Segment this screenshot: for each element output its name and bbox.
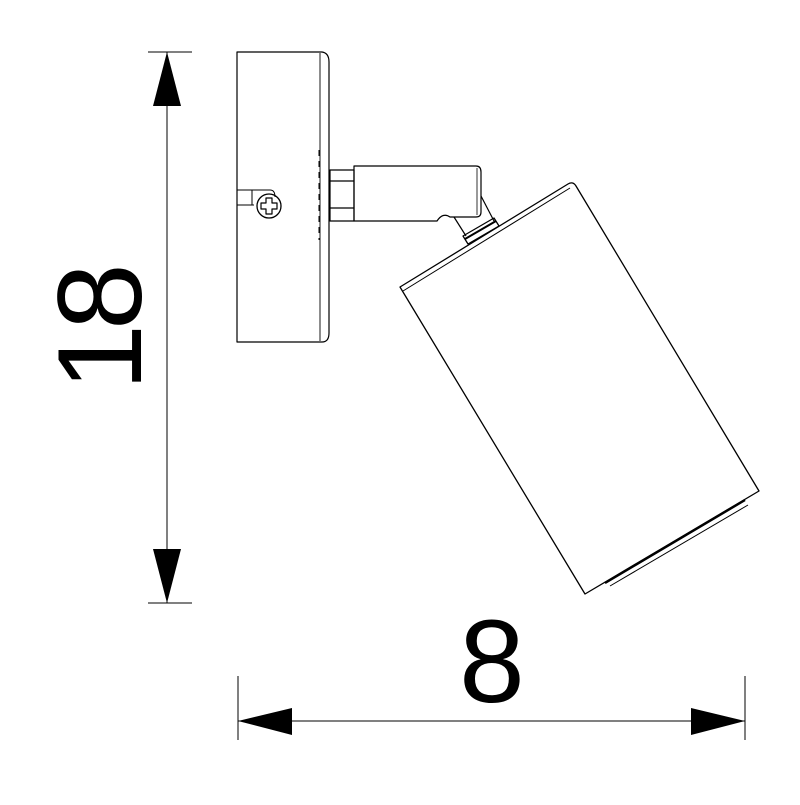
arrow-down-icon (153, 549, 181, 603)
screw-icon (256, 193, 282, 219)
width-dimension (237, 676, 746, 740)
arrow-right-icon (691, 708, 745, 735)
wall-base-plate (236, 51, 330, 343)
arm-connector (329, 165, 482, 222)
swivel-joint (453, 195, 500, 245)
lamp-cylinder (399, 182, 760, 595)
arrow-left-icon (238, 708, 292, 735)
width-dimension-label: 8 (459, 596, 525, 728)
height-dimension-label: 18 (33, 269, 167, 391)
arrow-up-icon (153, 52, 181, 106)
height-dimension (148, 51, 192, 604)
